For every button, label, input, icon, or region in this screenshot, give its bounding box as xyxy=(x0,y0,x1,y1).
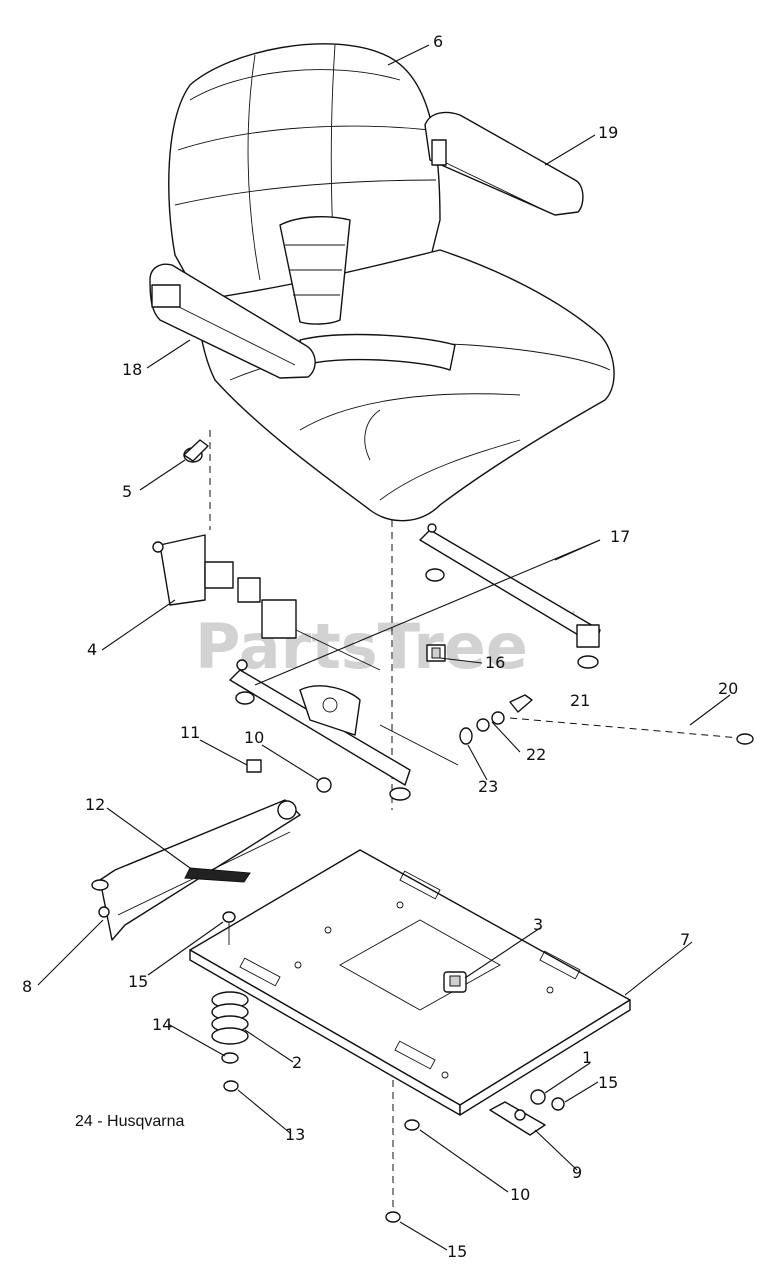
part-washer-13[interactable] xyxy=(223,1080,239,1092)
callout-15-bottom[interactable]: 15 xyxy=(447,1242,467,1261)
part-clip[interactable] xyxy=(426,644,446,662)
callout-15-left[interactable]: 15 xyxy=(128,972,148,991)
part-nut-10-top[interactable] xyxy=(316,777,332,793)
callout-13[interactable]: 13 xyxy=(285,1125,305,1144)
part-stud-15a[interactable] xyxy=(222,911,236,945)
callout-7[interactable]: 7 xyxy=(680,930,690,949)
leader-lines xyxy=(37,44,731,1251)
callout-15-right[interactable]: 15 xyxy=(598,1073,618,1092)
part-spring[interactable] xyxy=(211,991,249,1045)
part-hardware-23[interactable] xyxy=(459,727,473,745)
part-seat-switch[interactable] xyxy=(152,534,381,671)
callout-17[interactable]: 17 xyxy=(610,527,630,546)
partstree-watermark: PartsTree TM xyxy=(195,609,576,683)
callout-20[interactable]: 20 xyxy=(718,679,738,698)
part-hardware-22[interactable] xyxy=(476,711,505,732)
part-seat[interactable] xyxy=(168,43,615,522)
part-hinge-bracket[interactable] xyxy=(489,1101,546,1136)
part-nut-15b[interactable] xyxy=(551,1097,565,1111)
callout-4[interactable]: 4 xyxy=(87,640,97,659)
callout-2[interactable]: 2 xyxy=(292,1053,302,1072)
part-washer-14[interactable] xyxy=(221,1052,239,1064)
part-plug[interactable] xyxy=(183,439,209,463)
callout-6[interactable]: 6 xyxy=(433,32,443,51)
callout-12[interactable]: 12 xyxy=(85,795,105,814)
callout-14[interactable]: 14 xyxy=(152,1015,172,1034)
part-slide-rail-right[interactable] xyxy=(419,523,601,669)
callout-11[interactable]: 11 xyxy=(180,723,200,742)
part-washer-11[interactable] xyxy=(246,759,262,773)
callout-18[interactable]: 18 xyxy=(122,360,142,379)
part-seat-plate[interactable] xyxy=(189,849,631,1116)
callout-21[interactable]: 21 xyxy=(570,691,590,710)
part-decal-12[interactable] xyxy=(184,867,251,883)
callout-19[interactable]: 19 xyxy=(598,123,618,142)
diagram-caption: 24 - Husqvarna xyxy=(75,1113,184,1130)
part-nut-15c[interactable] xyxy=(385,1211,401,1223)
callout-10-lower[interactable]: 10 xyxy=(510,1185,530,1204)
part-armrest-right[interactable] xyxy=(424,111,584,216)
callout-labels: 6 19 18 5 17 4 16 21 20 11 10 22 23 12 3… xyxy=(22,32,738,1261)
callout-23[interactable]: 23 xyxy=(478,777,498,796)
part-nut-1[interactable] xyxy=(530,1089,546,1105)
callout-1[interactable]: 1 xyxy=(582,1048,592,1067)
callout-10-upper[interactable]: 10 xyxy=(244,728,264,747)
part-armrest-left[interactable] xyxy=(149,263,316,379)
callout-9[interactable]: 9 xyxy=(572,1163,582,1182)
callout-3[interactable]: 3 xyxy=(533,915,543,934)
watermark-text: PartsTree xyxy=(195,610,528,683)
callout-5[interactable]: 5 xyxy=(122,482,132,501)
part-adjuster-rod[interactable] xyxy=(509,694,754,745)
part-latch[interactable] xyxy=(443,971,467,993)
callout-22[interactable]: 22 xyxy=(526,745,546,764)
callout-8[interactable]: 8 xyxy=(22,977,32,996)
part-bolt-10b[interactable] xyxy=(404,1119,420,1131)
callout-16[interactable]: 16 xyxy=(485,653,505,672)
part-slide-rail-left[interactable] xyxy=(229,659,459,801)
